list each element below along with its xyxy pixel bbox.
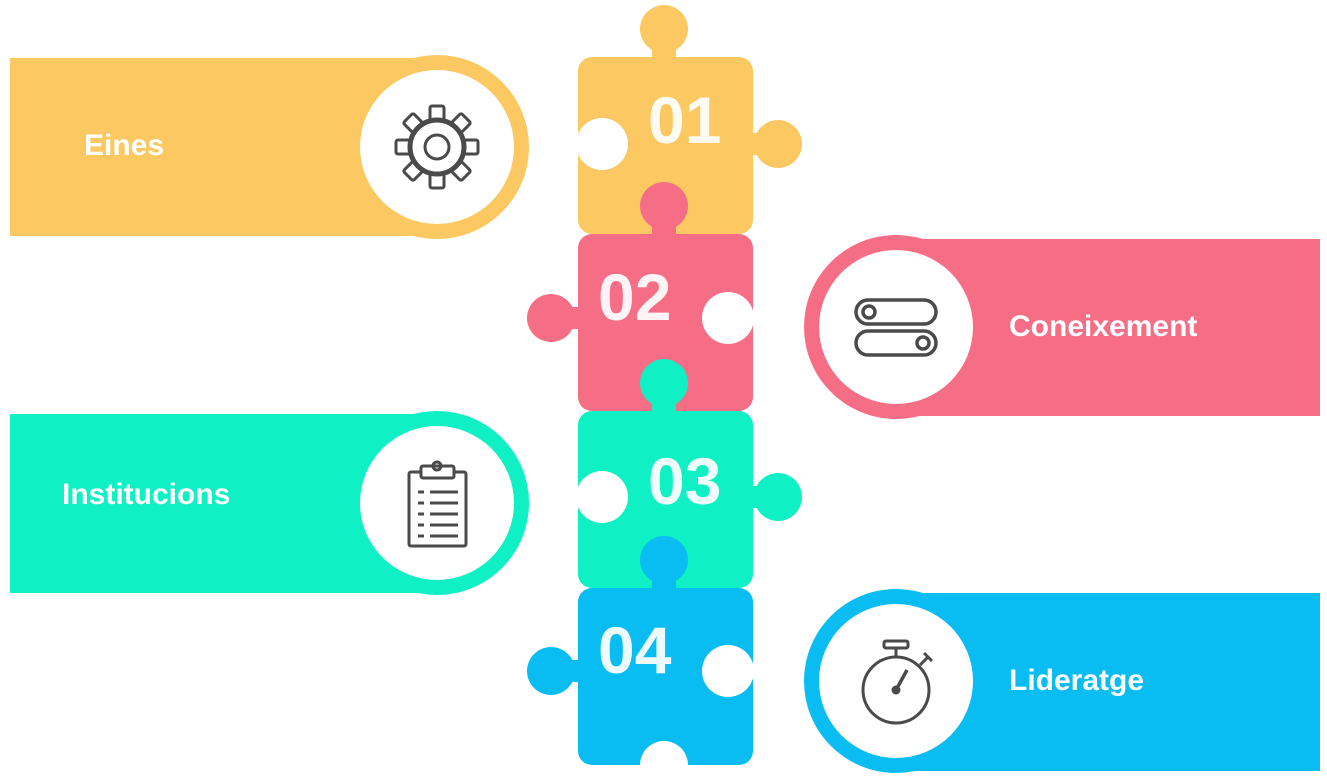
toggle-switches-icon [854, 298, 938, 357]
step-number-04: 04 [598, 613, 672, 687]
label-institucions: Institucions [62, 478, 231, 511]
label-coneixement: Coneixement [1009, 310, 1198, 343]
stopwatch-icon [861, 639, 934, 725]
step-number-02: 02 [598, 260, 672, 334]
gear-icon [394, 104, 480, 190]
banner-lideratge [804, 589, 1320, 773]
puzzle-piece-01 [576, 5, 802, 234]
step-number-03: 03 [648, 444, 722, 518]
puzzle-piece-02 [527, 182, 754, 411]
label-lideratge: Lideratge [1009, 664, 1145, 697]
puzzle-piece-03 [576, 359, 802, 588]
banner-coneixement [804, 235, 1320, 419]
step-number-01: 01 [648, 83, 722, 157]
puzzle-piece-04 [527, 536, 754, 779]
label-eines: Eines [84, 129, 165, 162]
clipboard-icon [407, 460, 468, 548]
